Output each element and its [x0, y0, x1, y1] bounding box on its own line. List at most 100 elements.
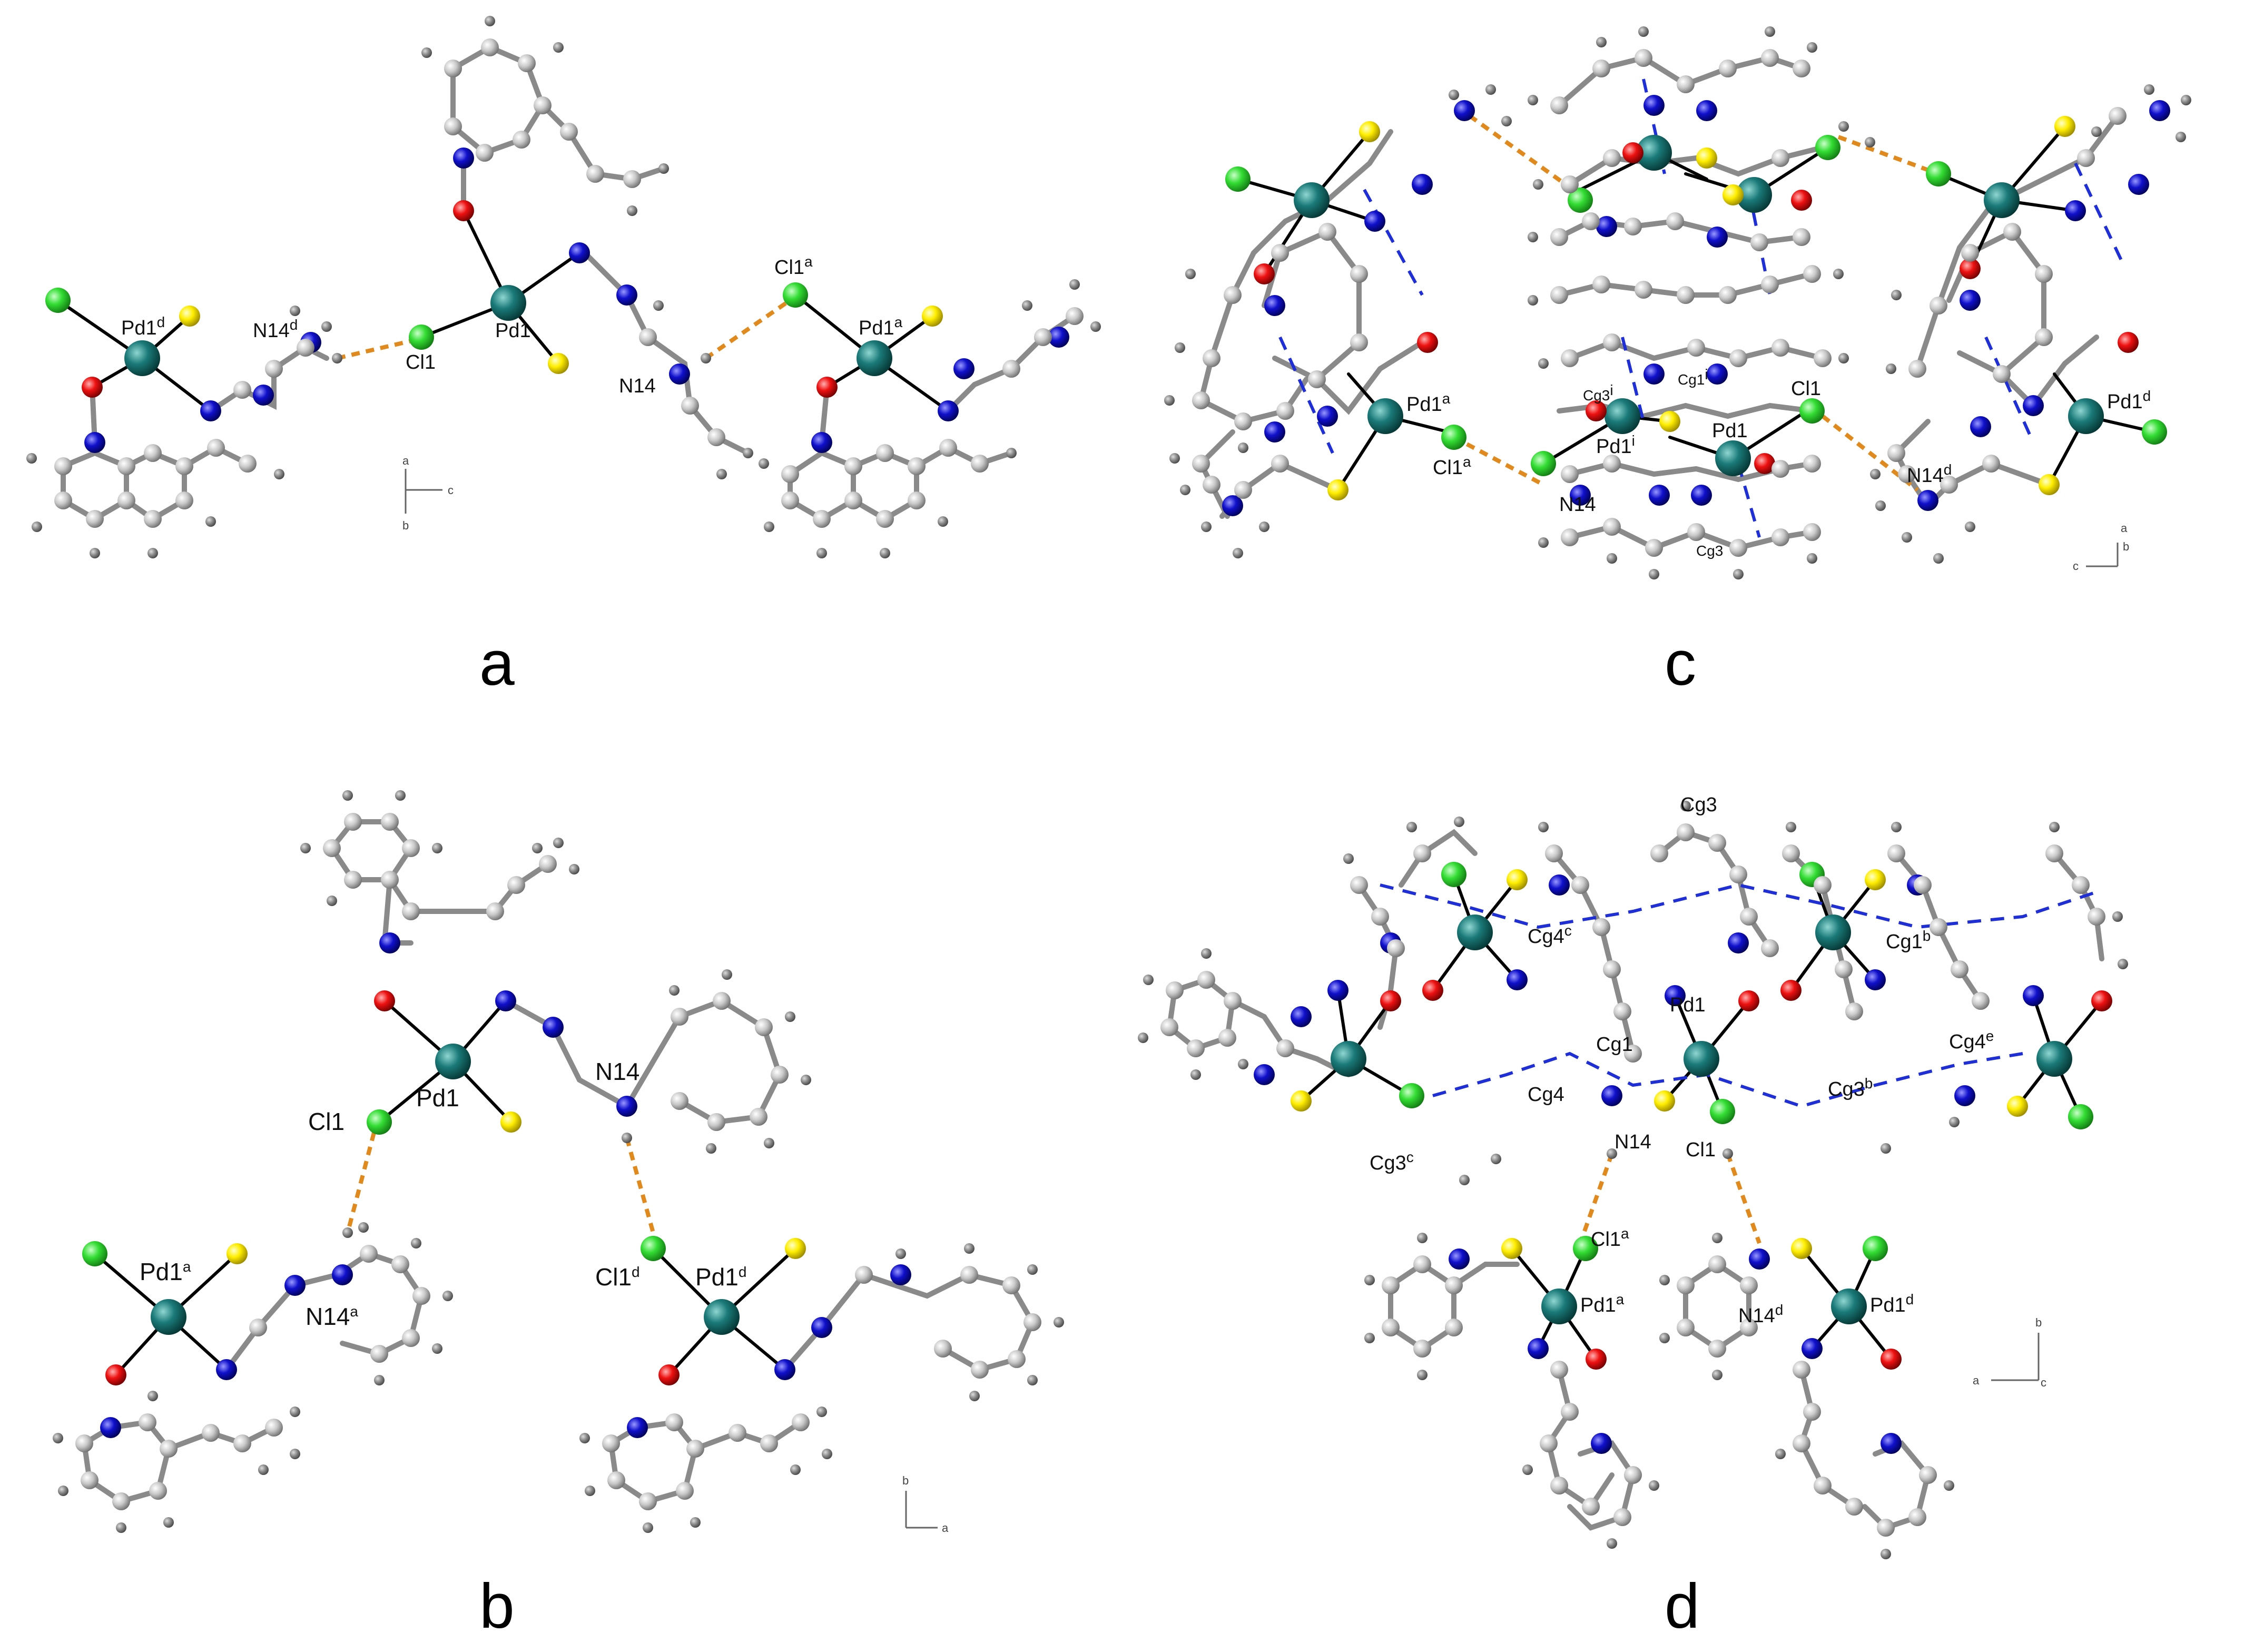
- svg-text:a: a: [2121, 522, 2128, 535]
- carbon-atoms-b: [75, 813, 1041, 1510]
- palladium-atom: [1715, 440, 1751, 476]
- nitrogen-atom: [1596, 216, 1617, 237]
- nitrogen-atom: [627, 1417, 648, 1438]
- oxygen-atom: [105, 1364, 126, 1385]
- sulfur-atom: [1696, 148, 1717, 169]
- nitrogen-atom: [1327, 980, 1348, 1001]
- palladium-atom: [124, 340, 160, 376]
- svg-text:b: b: [902, 1474, 909, 1487]
- pi-stack-c-2: [1278, 336, 1334, 454]
- nitrogen-atom: [1917, 490, 1938, 511]
- panel-c: Pd1a Cl1a Cg3i Cg1i Pd1i Pd1 Cl1 N14 Cg3…: [1164, 26, 2191, 699]
- hbond-d-1: [1578, 1153, 1614, 1244]
- label-pd1: Pd1: [1670, 994, 1706, 1016]
- label-n14: N14: [1559, 494, 1596, 516]
- palladium-atom: [1541, 1289, 1577, 1324]
- label-cg3: Cg3: [1696, 543, 1723, 559]
- nitrogen-atom: [569, 242, 590, 263]
- nitrogen-atom: [1643, 363, 1665, 385]
- label-cl1: Cl1: [406, 351, 436, 373]
- palladium-atom: [1367, 398, 1403, 434]
- sulfur-atom: [1654, 1090, 1675, 1112]
- nitrogen-atom: [495, 990, 516, 1011]
- palladium-atom: [490, 285, 526, 321]
- palladium-atom: [151, 1299, 186, 1335]
- label-cl1: Cl1: [1791, 378, 1821, 400]
- nitrogen-atom: [1507, 969, 1528, 990]
- nitrogen-atom: [1222, 495, 1243, 516]
- oxygen-atom: [1881, 1349, 1902, 1370]
- svg-text:c: c: [2073, 559, 2079, 573]
- hbond-c-3: [1453, 435, 1544, 487]
- label-cl1: Cl1: [1686, 1139, 1716, 1161]
- oxygen-atom: [1586, 400, 1607, 421]
- nitrogen-atom: [1264, 421, 1285, 442]
- hydrogen-atoms-b: [53, 790, 1064, 1533]
- palladium-atom: [1984, 182, 2020, 218]
- nitrogen-atom: [616, 284, 637, 306]
- sulfur-atom: [1507, 869, 1528, 890]
- label-pd1a: Pd1a: [140, 1258, 191, 1285]
- nitrogen-atom: [1449, 1248, 1470, 1270]
- panel-letter-b: b: [479, 1571, 515, 1641]
- sulfur-atom: [1291, 1090, 1312, 1112]
- chlorine-atom: [783, 282, 808, 308]
- label-cg4e: Cg4e: [1949, 1028, 1994, 1053]
- nitrogen-atom: [543, 1017, 564, 1038]
- chlorine-atom: [1225, 166, 1251, 192]
- label-pd1a: Pd1a: [1580, 1291, 1625, 1316]
- label-n14: N14: [619, 375, 656, 397]
- carbon-atoms-d: [1160, 823, 2105, 1537]
- axis-triad-a: a c b: [402, 454, 454, 532]
- svg-text:a: a: [1973, 1374, 1980, 1387]
- nitrogen-atom: [1649, 485, 1670, 506]
- palladium-atom: [2068, 398, 2104, 434]
- nitrogen-atom: [1707, 363, 1728, 385]
- hbond-a-1: [337, 338, 417, 360]
- sulfur-atom: [227, 1243, 248, 1264]
- nitrogen-atom: [616, 1096, 637, 1117]
- hbond-d-2: [1726, 1153, 1761, 1244]
- nitrogen-atom: [332, 1264, 353, 1285]
- nitrogen-atom: [1696, 100, 1717, 121]
- oxygen-atom: [1622, 142, 1643, 163]
- hbond-c-2: [1837, 135, 1940, 176]
- sulfur-atom: [500, 1112, 521, 1133]
- chlorine-atom: [1799, 398, 1825, 424]
- sulfur-atom: [922, 306, 943, 327]
- nitrogen-atom: [1970, 416, 1991, 437]
- axis-triad-d: b a c: [1973, 1316, 2046, 1389]
- panel-b: Cl1 Pd1 N14 Pd1a N14a Cl1d Pd1d b a b: [53, 790, 1064, 1641]
- palladium-atom: [1457, 914, 1493, 950]
- pi-stack-c-7: [2074, 162, 2124, 264]
- chlorine-atom: [45, 288, 71, 313]
- palladium-atom: [1331, 1041, 1366, 1077]
- palladium-atom: [1831, 1289, 1867, 1324]
- label-pd1: Pd1: [1712, 420, 1748, 442]
- nitrogen-atom: [1707, 227, 1728, 248]
- nitrogen-atom: [1364, 211, 1385, 232]
- panel-d: Cg3 Cg4c Cg1b Pd1 Cg1 Cg4e Cg4 N14 Cl1 C…: [1138, 794, 2128, 1641]
- nitrogen-atom: [2065, 200, 2086, 221]
- sulfur-atom: [1501, 1238, 1522, 1259]
- svg-text:c: c: [2041, 1376, 2046, 1389]
- chlorine-atom: [1441, 862, 1466, 887]
- molecule-b-left: [81, 1251, 425, 1504]
- label-n14d: N14d: [1907, 461, 1952, 487]
- label-cl1a: Cl1a: [1433, 454, 1471, 479]
- nitrogen-atom: [1802, 1338, 1823, 1359]
- nitrogen-atom: [1643, 95, 1665, 116]
- nitrogen-atom: [669, 363, 690, 385]
- pi-stack-c-1: [1363, 189, 1424, 296]
- oxygen-atom: [2091, 990, 2112, 1011]
- axis-triad-c: a b c: [2073, 522, 2129, 573]
- nitrogen-atom: [1954, 1085, 1975, 1106]
- chlorine-atom: [1441, 425, 1466, 450]
- oxygen-atom: [1380, 990, 1401, 1011]
- hydrogen-atoms-d: [1138, 801, 2128, 1559]
- oxygen-atom: [1422, 980, 1443, 1001]
- nitrogen-atom: [379, 932, 400, 953]
- chlorine-atom: [1573, 1236, 1598, 1261]
- sulfur-atom: [2054, 116, 2075, 137]
